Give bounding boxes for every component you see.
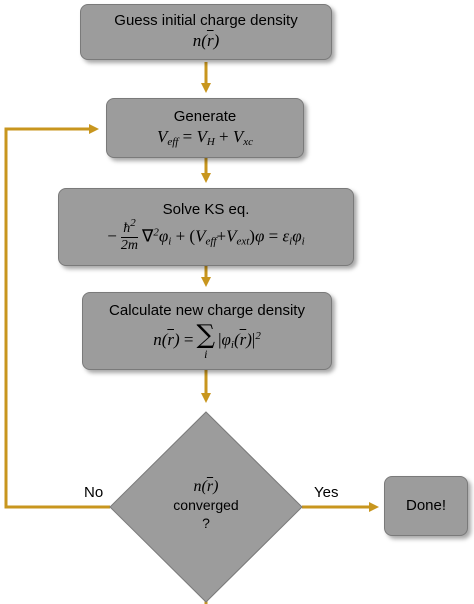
- step-guess-formula: n(r): [192, 31, 220, 50]
- decision-formula: n(r): [193, 478, 219, 495]
- decision-converged-label: converged: [173, 497, 239, 513]
- decision-question-mark: ?: [202, 515, 210, 531]
- step-generate-box: Generate Veff = VH + Vxc: [106, 98, 304, 158]
- step-guess-title: Guess initial charge density: [114, 12, 298, 29]
- step-calculate-box: Calculate new charge density n(r) =∑i|φi…: [82, 292, 332, 370]
- arrow-no-loop: [4, 124, 110, 509]
- done-box: Done!: [384, 476, 468, 536]
- step-generate-formula: Veff = VH + Vxc: [156, 127, 254, 148]
- decision-text: n(r) converged ?: [150, 478, 262, 532]
- step-calculate-formula: n(r) =∑i|φi(r)|2: [153, 320, 261, 361]
- step-guess-box: Guess initial charge density n(r): [80, 4, 332, 60]
- decision-diamond: [109, 411, 303, 603]
- step-solve-title: Solve KS eq.: [162, 200, 250, 218]
- branch-no-label: No: [84, 484, 104, 501]
- done-label: Done!: [405, 497, 447, 514]
- branch-yes-label: Yes: [314, 484, 339, 501]
- step-generate-title: Generate: [173, 108, 237, 125]
- step-calculate-title: Calculate new charge density: [109, 302, 305, 319]
